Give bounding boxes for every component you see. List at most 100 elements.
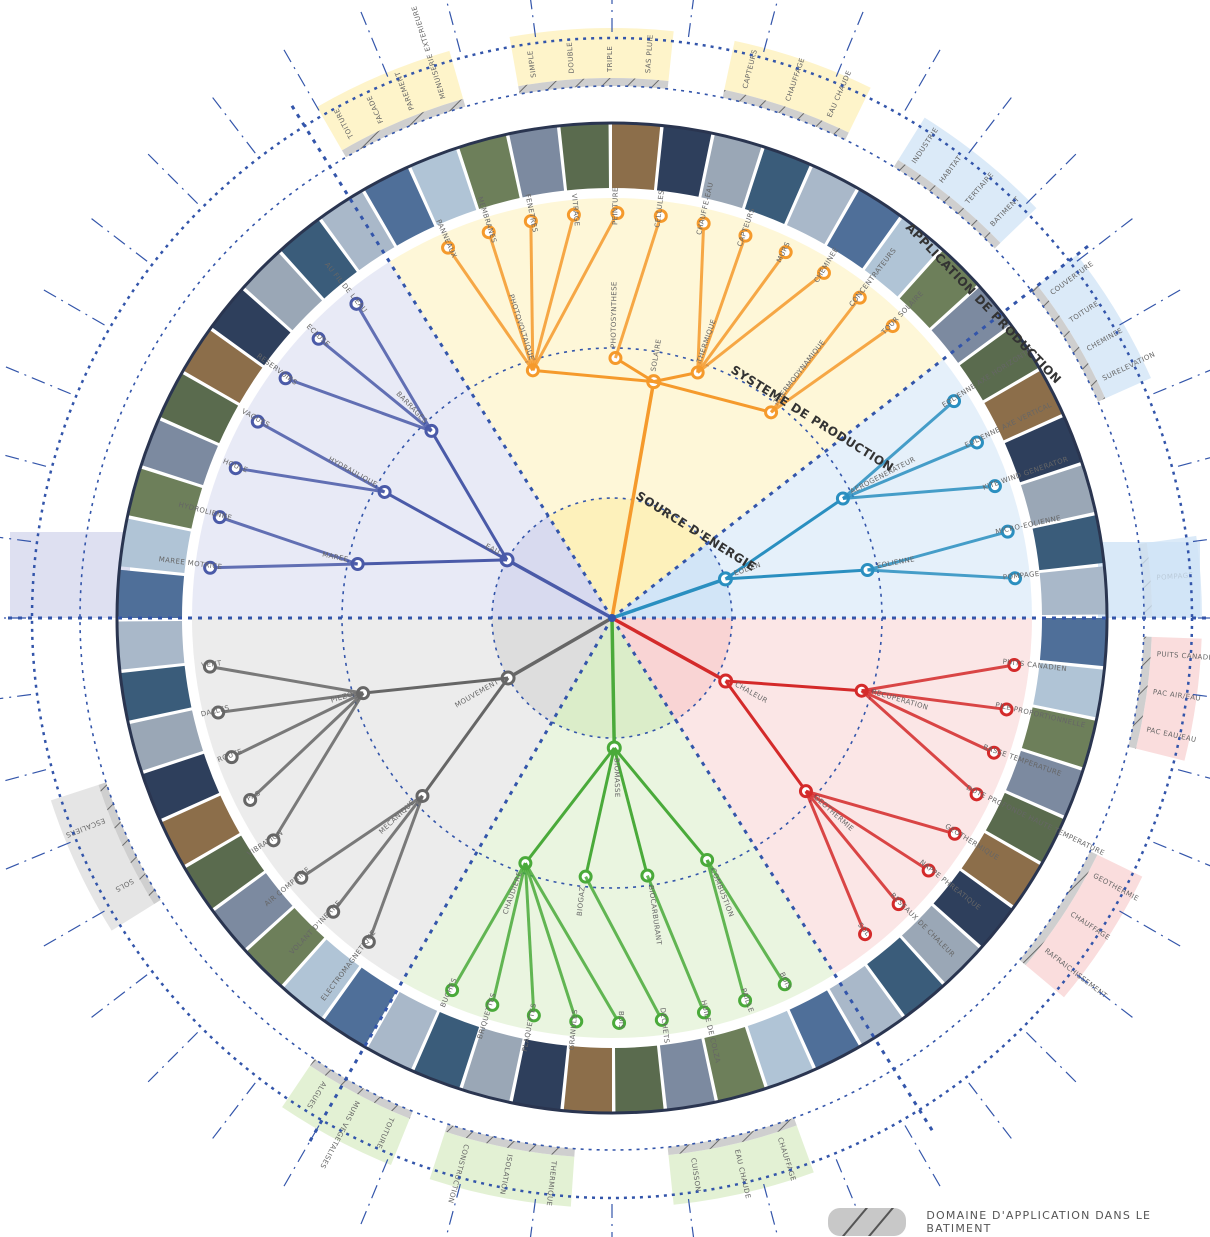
branch-label: BIOMASSE [612, 758, 621, 798]
app-branch [249, 692, 365, 802]
photo-tile [744, 147, 811, 224]
radial-tick [88, 215, 148, 262]
radial-tick [968, 1082, 1015, 1142]
app-node [969, 435, 984, 450]
system-branch [430, 430, 509, 561]
radial-tick [0, 769, 47, 783]
sector-bg-eau [192, 261, 612, 618]
app-node [278, 371, 293, 386]
sector-core-solaire [548, 498, 707, 618]
photo-tile [142, 753, 220, 820]
app-branch [235, 466, 385, 494]
photo-tile [985, 792, 1065, 863]
photo-tile [704, 1026, 765, 1102]
app-branch [531, 214, 576, 371]
branch-label: POMPAGE [1003, 570, 1040, 582]
photo-tile [323, 967, 397, 1047]
photo-tile [961, 833, 1041, 907]
app-branch [332, 795, 424, 913]
photo-tile [280, 219, 357, 299]
app-node [294, 870, 309, 885]
radial-tick [445, 1183, 461, 1237]
radial-tick [763, 0, 779, 53]
domain-strip-left [10, 532, 130, 618]
branch-label: PHOTOSYNTHESE [610, 281, 619, 348]
app-node [738, 228, 753, 243]
app-branch [696, 271, 825, 374]
photo-tile [1039, 618, 1107, 667]
radial-tick [0, 536, 32, 543]
source-branch-eau [506, 558, 613, 620]
app-branch [696, 251, 787, 374]
app-branch [450, 862, 527, 991]
app-branch [842, 441, 978, 500]
radial-tick [2, 364, 71, 395]
radial-tick [358, 8, 389, 77]
branch-label: VITRAGE [570, 193, 581, 227]
radial-tick [0, 693, 32, 700]
radial-tick [968, 94, 1015, 154]
system-branch [653, 380, 772, 414]
app-node [326, 904, 341, 919]
app-branch [317, 337, 433, 433]
domain-hatch [1128, 636, 1152, 749]
photo-tile [1032, 515, 1104, 571]
app-node [202, 659, 217, 674]
app-branch [867, 530, 1009, 572]
app-node [999, 702, 1014, 717]
app-node [266, 833, 281, 848]
app-branch [272, 692, 365, 842]
radial-tick [687, 1198, 695, 1237]
app-node [1007, 658, 1022, 673]
sector-core-chaleur [612, 618, 732, 720]
app-branch [217, 691, 364, 715]
system-branch [362, 676, 509, 695]
radial-tick [1076, 974, 1136, 1021]
domain-band [1025, 854, 1143, 998]
photo-tile [789, 990, 860, 1069]
photo-tile [1006, 750, 1083, 817]
system-branch [421, 677, 510, 797]
radial-tick [209, 94, 256, 154]
system-branch [383, 490, 508, 562]
app-node [738, 993, 753, 1008]
app-node [947, 394, 962, 409]
radial-tick [1177, 457, 1210, 467]
photo-tile [159, 373, 239, 444]
app-node [610, 206, 625, 221]
radial-tick [40, 910, 105, 949]
app-branch [367, 795, 424, 943]
branch-label: PEINTURE [611, 187, 620, 225]
center-node [608, 614, 616, 622]
app-branch [490, 862, 527, 1006]
photo-tile [786, 165, 857, 245]
photo-tile [901, 905, 980, 984]
radial-tick [1025, 1031, 1080, 1086]
photo-tile [410, 148, 477, 226]
system-branch [584, 747, 616, 877]
radial-tick [530, 0, 537, 38]
app-node [485, 997, 500, 1012]
domain-strip-right [1098, 542, 1200, 618]
app-node [778, 245, 793, 260]
photo-tile [563, 1045, 612, 1113]
photo-tile [829, 965, 903, 1045]
app-branch [355, 303, 433, 432]
domain-hatch [98, 782, 161, 905]
app-node [653, 208, 668, 223]
radial-tick [445, 0, 461, 53]
app-node [203, 560, 218, 575]
photo-tile [864, 217, 941, 297]
app-node [311, 331, 326, 346]
app-branch [769, 296, 861, 414]
photo-ring [115, 121, 1109, 1115]
photo-tile [867, 937, 944, 1017]
photo-tile [364, 167, 435, 246]
photo-tile [141, 419, 218, 486]
system-branch [357, 558, 508, 566]
system-branch [614, 356, 655, 383]
photo-tile [899, 250, 978, 329]
photo-tile [509, 126, 565, 198]
